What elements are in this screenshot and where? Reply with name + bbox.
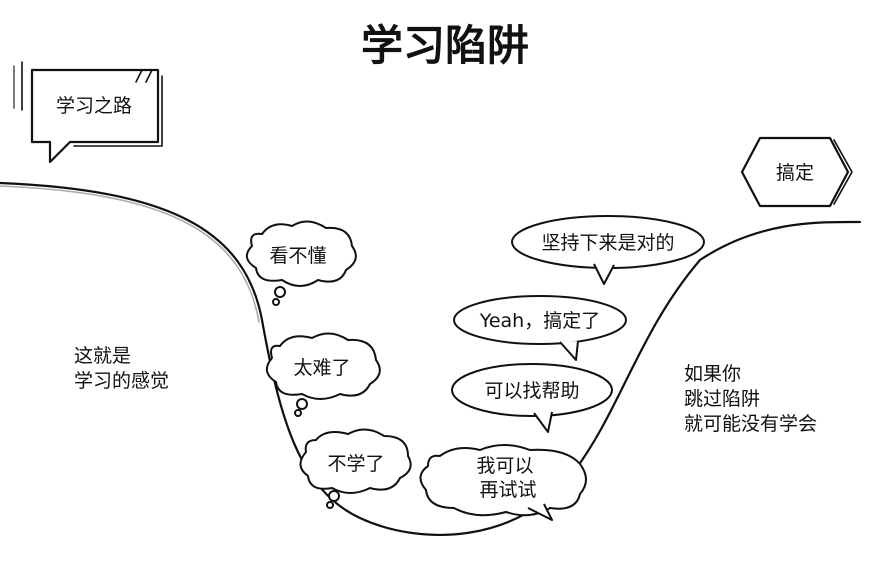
bubble-keep-going-text: 坚持下来是对的 xyxy=(541,232,674,254)
bubble-find-help: 可以找帮助 xyxy=(451,363,613,433)
left-note: 这就是 学习的感觉 xyxy=(74,345,169,392)
bubble-got-it-text: Yeah，搞定了 xyxy=(479,310,600,332)
bubble-try-again-line-2: 再试试 xyxy=(479,479,536,501)
bubble-too-hard-text: 太难了 xyxy=(293,357,350,379)
learning-curve xyxy=(0,181,862,536)
bubble-try-again: 我可以 再试试 xyxy=(419,444,587,521)
diagram-title: 学习陷阱 xyxy=(361,21,529,70)
goal-badge: 搞定 xyxy=(740,136,853,208)
bubble-quit: 不学了 xyxy=(299,428,412,509)
bubble-find-help-text: 可以找帮助 xyxy=(484,380,579,402)
bubble-too-hard: 太难了 xyxy=(265,332,381,417)
path-label-text: 学习之路 xyxy=(56,95,132,117)
bubble-dont-understand: 看不懂 xyxy=(245,220,357,306)
learning-curve-shadow xyxy=(0,185,260,323)
right-note-line-2: 跳过陷阱 xyxy=(684,388,760,410)
left-note-line-1: 这就是 xyxy=(74,345,131,367)
right-note-line-1: 如果你 xyxy=(684,363,741,385)
right-note-line-3: 就可能没有学会 xyxy=(684,413,817,435)
bubble-try-again-text: 我可以 再试试 xyxy=(476,455,539,501)
bubble-dont-understand-text: 看不懂 xyxy=(269,245,326,267)
right-note: 如果你 跳过陷阱 就可能没有学会 xyxy=(684,363,817,435)
bubble-got-it: Yeah，搞定了 xyxy=(453,295,627,361)
goal-label-text: 搞定 xyxy=(776,162,814,184)
bubble-keep-going: 坚持下来是对的 xyxy=(511,215,705,285)
bubble-try-again-line-1: 我可以 xyxy=(476,455,533,477)
bubble-quit-text: 不学了 xyxy=(327,453,384,475)
left-note-line-2: 学习的感觉 xyxy=(74,370,169,392)
path-label-box: 学习之路 xyxy=(13,61,163,164)
